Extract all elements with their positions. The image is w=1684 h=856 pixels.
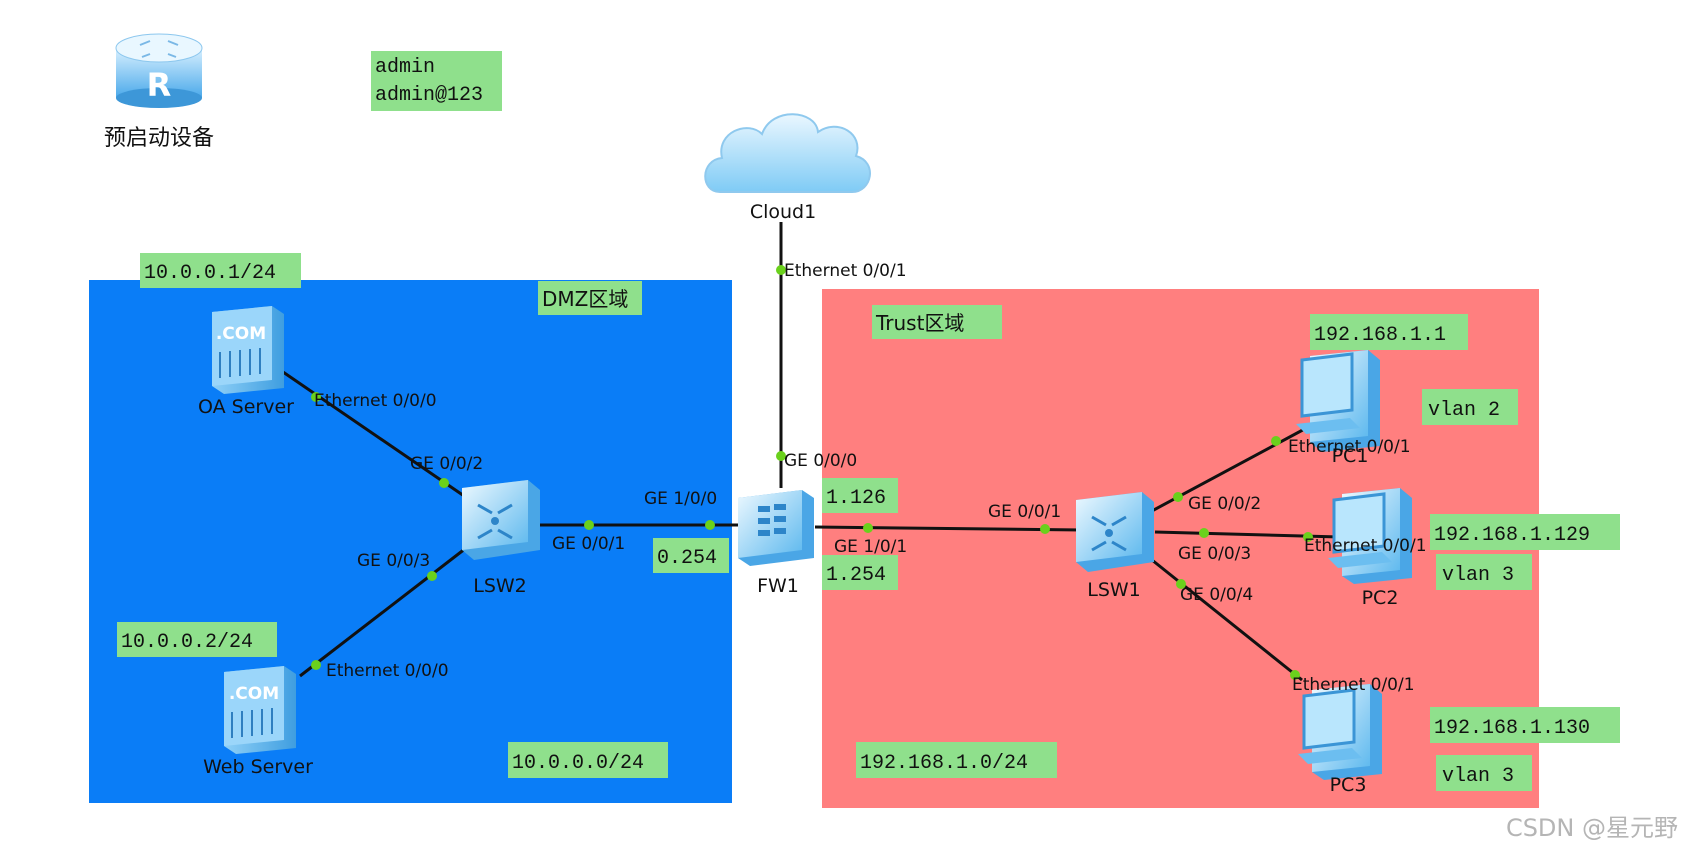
port-dot <box>1303 532 1313 542</box>
lsw1-ge002-port: GE 0/0/2 <box>1188 494 1261 514</box>
server-icon[interactable]: .COM <box>212 306 284 394</box>
port-dot <box>311 660 321 670</box>
pc-icon[interactable] <box>1296 350 1380 452</box>
web-server-badge: .COM <box>229 684 279 704</box>
trust-label-box <box>872 305 1002 339</box>
lsw2-ge003-port: GE 0/0/3 <box>357 551 430 571</box>
pc1-label: PC1 <box>1332 445 1369 467</box>
fw-trust-ip1-box <box>822 478 898 513</box>
oa-ip-box <box>140 253 301 288</box>
router-label: 预启动设备 <box>104 126 214 151</box>
fw-trust-ip-2: 1.254 <box>826 564 886 587</box>
lsw2-ge002-port: GE 0/0/2 <box>410 454 483 474</box>
password-text: admin@123 <box>375 84 483 107</box>
pc1-vlan-box <box>1422 389 1518 425</box>
fw1-label: FW1 <box>757 575 799 597</box>
port-dot <box>1290 670 1300 680</box>
fw-trust-ip-1: 1.126 <box>826 487 886 510</box>
pc3-ip-box <box>1430 707 1620 743</box>
fw-dmz-ip: 0.254 <box>657 547 717 570</box>
port-dots <box>311 265 1313 680</box>
link-web-lsw2 <box>299 543 471 678</box>
pc2-ip-box <box>1430 514 1620 550</box>
router-letter: R <box>147 66 172 104</box>
pc1-ip: 192.168.1.1 <box>1314 324 1446 347</box>
port-dot <box>584 520 594 530</box>
pc2-label: PC2 <box>1362 587 1399 609</box>
port-dot <box>427 571 437 581</box>
link-fw-lsw1 <box>814 525 1083 532</box>
web-ip: 10.0.0.2/24 <box>121 631 253 654</box>
port-dot <box>1173 492 1183 502</box>
cloud-icon[interactable] <box>704 113 871 193</box>
port-dot <box>705 520 715 530</box>
port-dot <box>311 392 321 402</box>
web-eth-port: Ethernet 0/0/0 <box>326 661 449 681</box>
lsw2-label: LSW2 <box>473 575 527 597</box>
port-dot <box>776 265 786 275</box>
dmz-label: DMZ区域 <box>542 287 628 311</box>
port-dot <box>1271 436 1281 446</box>
port-dot <box>863 523 873 533</box>
pc3-label: PC3 <box>1330 774 1367 796</box>
pc1-eth-port: Ethernet 0/0/1 <box>1288 437 1411 457</box>
username-text: admin <box>375 56 435 79</box>
pc2-vlan: vlan 3 <box>1442 564 1514 587</box>
trust-subnet: 192.168.1.0/24 <box>860 752 1028 775</box>
pc-icon[interactable] <box>1328 488 1412 584</box>
pc3-vlan-box <box>1436 755 1532 791</box>
pc2-vlan-box <box>1436 554 1532 590</box>
lsw1-ge001-port: GE 0/0/1 <box>988 502 1061 522</box>
dmz-subnet: 10.0.0.0/24 <box>512 752 644 775</box>
pc3-vlan: vlan 3 <box>1442 765 1514 788</box>
pc3-eth-port: Ethernet 0/0/1 <box>1292 675 1415 695</box>
server-icon[interactable]: .COM <box>224 666 296 754</box>
dmz-label-box <box>538 281 642 315</box>
fw-ge000-port: GE 0/0/0 <box>784 451 857 471</box>
fw-trust-ip2-box <box>822 555 898 590</box>
cloud1-label: Cloud1 <box>750 201 816 223</box>
pc2-eth-port: Ethernet 0/0/1 <box>1304 536 1427 556</box>
cloud-eth-port: Ethernet 0/0/1 <box>784 261 907 281</box>
port-dot <box>1199 528 1209 538</box>
pc-icon[interactable] <box>1298 684 1382 780</box>
pc2-ip: 192.168.1.129 <box>1434 524 1590 547</box>
fw-ge101-port: GE 1/0/1 <box>834 537 907 557</box>
oa-ip: 10.0.0.1/24 <box>144 262 276 285</box>
firewall-icon[interactable] <box>738 490 814 566</box>
lsw1-ge004-port: GE 0/0/4 <box>1180 585 1253 605</box>
fw-ge100-port: GE 1/0/0 <box>644 489 717 509</box>
oa-server-label: OA Server <box>198 396 294 418</box>
router-icon[interactable]: R <box>115 33 203 108</box>
oa-eth-port: Ethernet 0/0/0 <box>314 391 437 411</box>
switch-icon[interactable] <box>1076 492 1154 572</box>
port-dot <box>776 451 786 461</box>
port-dot <box>1040 524 1050 534</box>
oa-server-badge: .COM <box>216 324 266 344</box>
lsw1-ge003-port: GE 0/0/3 <box>1178 544 1251 564</box>
pc1-vlan: vlan 2 <box>1428 399 1500 422</box>
watermark: CSDN @星元野 <box>1506 814 1678 842</box>
link-lsw1-pc3 <box>1151 558 1303 682</box>
web-server-label: Web Server <box>203 756 313 778</box>
web-ip-box <box>117 622 277 657</box>
trust-label: Trust区域 <box>875 311 964 335</box>
pc3-ip: 192.168.1.130 <box>1434 717 1590 740</box>
trust-zone <box>822 289 1539 808</box>
dmz-zone <box>89 280 732 803</box>
switch-icon[interactable] <box>462 480 540 560</box>
fw-dmz-ip-box <box>653 538 729 573</box>
trust-subnet-box <box>856 742 1057 778</box>
lsw2-ge001-port: GE 0/0/1 <box>552 534 625 554</box>
credentials-box <box>371 51 502 111</box>
port-dot <box>439 478 449 488</box>
lsw1-label: LSW1 <box>1087 579 1141 601</box>
dmz-subnet-box <box>508 742 668 778</box>
pc1-ip-box <box>1310 314 1468 350</box>
port-dot <box>1176 579 1186 589</box>
